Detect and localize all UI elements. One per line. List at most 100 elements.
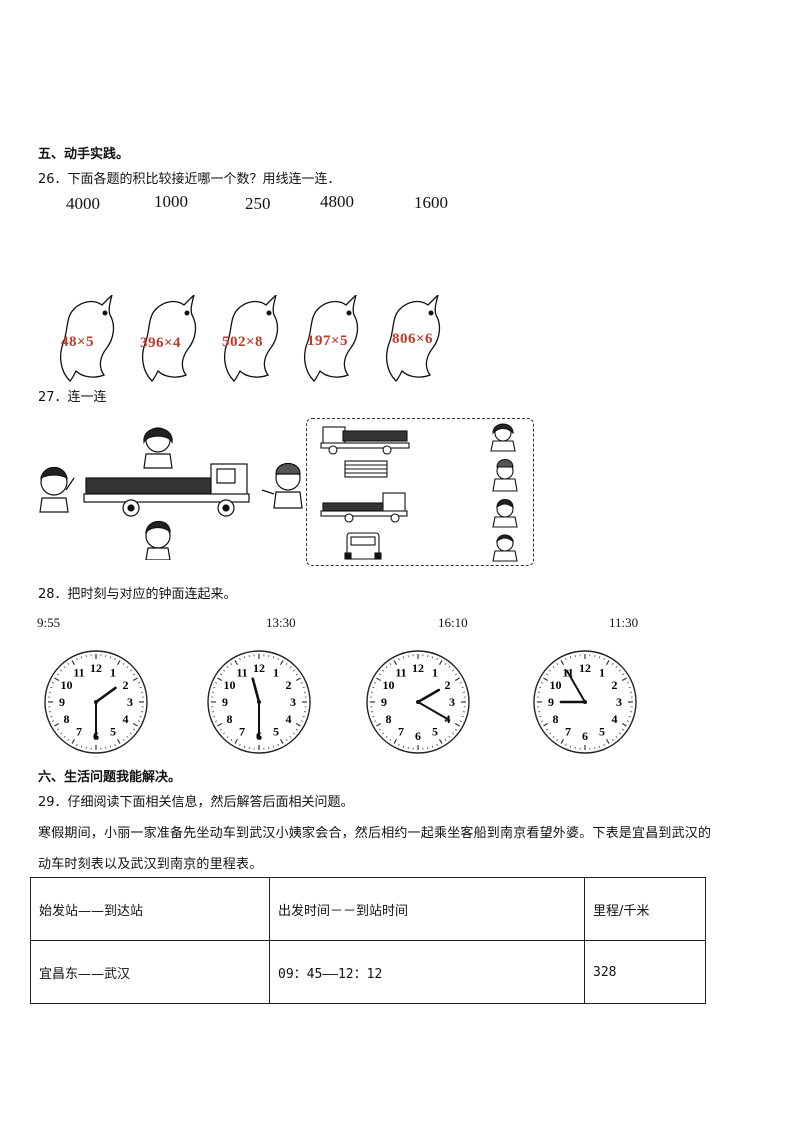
child-right-icon [261, 462, 303, 509]
clock-number: 12 [90, 661, 102, 675]
truck-front-view-icon [344, 532, 382, 560]
clock-number: 3 [127, 695, 133, 709]
clock-number: 10 [383, 678, 395, 692]
clock-number: 2 [611, 678, 617, 692]
clock-number: 12 [579, 661, 591, 675]
clock-number: 1 [110, 666, 116, 680]
clock-number: 12 [253, 661, 265, 675]
target-number: 4000 [66, 194, 100, 213]
clock-number: 5 [599, 724, 605, 738]
clock-number: 7 [565, 724, 571, 738]
time-label: 11:30 [609, 615, 639, 630]
truck-icon [83, 463, 250, 517]
clock-number: 5 [432, 724, 438, 738]
clock-number: 11 [73, 666, 84, 680]
views-answer-box [306, 418, 534, 566]
clock-number: 1 [273, 666, 279, 680]
clock-number: 10 [550, 678, 562, 692]
ghost-icon [59, 295, 115, 382]
time-label: 9:55 [37, 615, 61, 630]
minute-hand [417, 701, 451, 721]
truck-scene-illustration [39, 427, 303, 560]
child-option-icon [490, 423, 516, 452]
expression-label: 197×5 [307, 333, 349, 349]
question-29-paragraph-line2: 动车时刻表以及武汉到南京的里程表。 [38, 857, 263, 872]
table-header-cell: 出发时间－－到站时间 [269, 877, 585, 941]
table-header-row: 始发站——到达站 出发时间－－到站时间 里程/千米 [30, 877, 706, 941]
ghost-icon [141, 295, 197, 382]
target-number: 250 [245, 194, 271, 213]
clock-number: 5 [273, 724, 279, 738]
clock-number: 10 [61, 678, 73, 692]
clock-number: 1 [599, 666, 605, 680]
ghost-icon [385, 295, 441, 382]
truck-side-view-icon [320, 492, 408, 523]
clock-number: 6 [415, 729, 421, 743]
table-row: 宜昌东——武汉 09：45——12：12 328 [30, 940, 706, 1004]
clock-number: 8 [386, 712, 392, 726]
section-five-heading: 五、动手实践。 [38, 147, 130, 162]
child-option-icon [492, 458, 518, 492]
hour-hand [94, 686, 117, 704]
clock-face: 121234567891011 [207, 650, 311, 754]
time-label: 16:10 [438, 615, 468, 630]
clock-number: 2 [444, 678, 450, 692]
clock-number: 10 [224, 678, 236, 692]
expression-label: 502×8 [222, 334, 264, 350]
truck-top-view-icon [344, 460, 388, 478]
clock-number: 9 [548, 695, 554, 709]
hour-hand [416, 688, 441, 704]
clock-number: 12 [412, 661, 424, 675]
clock-number: 8 [227, 712, 233, 726]
ghost-icon [223, 295, 279, 382]
expression-label: 48×5 [61, 334, 95, 350]
clock-number: 9 [59, 695, 65, 709]
table-header-cell: 始发站——到达站 [30, 877, 270, 941]
clock-faces: 1212345678910111212345678910111212345678… [44, 650, 637, 754]
question-29-prompt: 29．仔细阅读下面相关信息，然后解答后面相关问题。 [38, 795, 354, 810]
clock-number: 9 [222, 695, 228, 709]
child-option-icon [492, 534, 518, 562]
clock-number: 4 [122, 712, 128, 726]
expression-label: 806×6 [392, 331, 434, 347]
clock-number: 7 [239, 724, 245, 738]
table-header-cell: 里程/千米 [584, 877, 706, 941]
clock-face: 121234567891011 [44, 650, 148, 754]
truck-views-options [320, 423, 518, 562]
clock-number: 3 [290, 695, 296, 709]
child-top-icon [143, 427, 173, 469]
child-left-icon [39, 466, 75, 513]
time-label: 13:30 [266, 615, 296, 630]
clock-number: 2 [122, 678, 128, 692]
table-cell: 328 [584, 940, 706, 1004]
clock-face: 121234567891011 [366, 650, 470, 754]
train-timetable: 始发站——到达站 出发时间－－到站时间 里程/千米 宜昌东——武汉 09：45—… [30, 877, 706, 1004]
question-29-paragraph-line1: 寒假期间，小丽一家准备先坐动车到武汉小姨家会合，然后相约一起乘坐客船到南京看望外… [38, 826, 712, 841]
child-bottom-icon [145, 520, 171, 560]
table-cell: 09：45——12：12 [269, 940, 585, 1004]
ghost-figures [59, 295, 441, 382]
table-cell: 宜昌东——武汉 [30, 940, 270, 1004]
target-number: 1600 [414, 193, 448, 212]
clock-number: 7 [76, 724, 82, 738]
truck-side-view-icon [320, 426, 410, 455]
clock-number: 8 [553, 712, 559, 726]
clock-number: 11 [236, 666, 247, 680]
clock-number: 7 [398, 724, 404, 738]
clock-number: 8 [64, 712, 70, 726]
clock-number: 1 [432, 666, 438, 680]
question-28-prompt: 28．把时刻与对应的钟面连起来。 [38, 587, 237, 602]
clock-number: 4 [285, 712, 291, 726]
clock-face: 121234567891011 [533, 650, 637, 754]
clock-number: 11 [395, 666, 406, 680]
clock-number: 5 [110, 724, 116, 738]
expression-label: 396×4 [140, 335, 182, 351]
question-26-prompt: 26．下面各题的积比较接近哪一个数？用线连一连． [38, 172, 341, 187]
clock-number: 2 [285, 678, 291, 692]
minute-hand [566, 669, 586, 703]
clock-number: 3 [449, 695, 455, 709]
target-number: 4800 [320, 192, 354, 211]
clock-number: 4 [611, 712, 617, 726]
child-option-icon [492, 498, 518, 528]
ghost-icon [303, 295, 359, 382]
